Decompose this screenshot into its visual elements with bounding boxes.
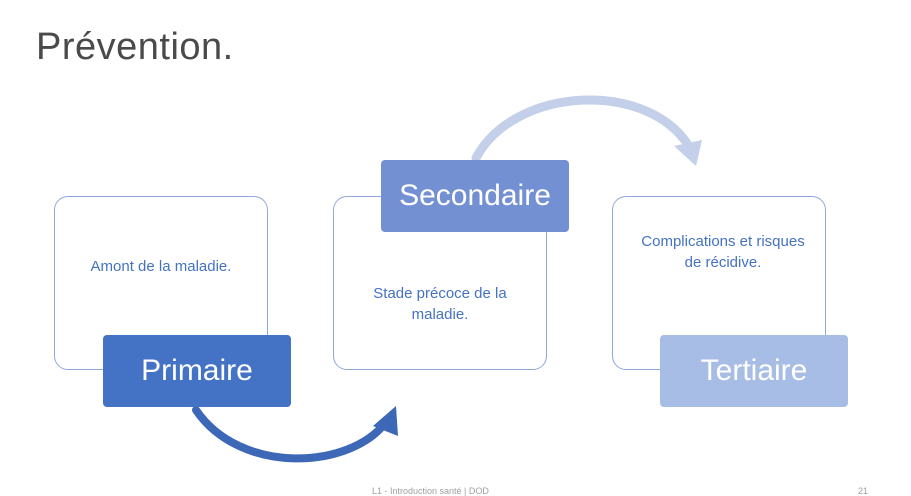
footer-course: L1 - Introduction santé | DOD (372, 486, 489, 496)
slide-title: Prévention. (36, 26, 234, 68)
arrow-secondary-to-tertiary (471, 95, 695, 163)
arrowhead-secondary-to-tertiary (674, 140, 702, 166)
stage-secondary-description: Stade précoce de la maladie. (373, 285, 507, 323)
stage-tertiary-label: Tertiaire (660, 335, 848, 407)
stage-primary-label: Primaire (103, 335, 291, 407)
stage-secondary-label: Secondaire (381, 160, 569, 232)
stage-primary-description: Amont de la maladie. (90, 258, 232, 275)
stage-tertiary-description: Complications et risques de récidive. (641, 233, 805, 271)
footer-page-number: 21 (858, 486, 869, 496)
arrow-primary-to-secondary (192, 406, 390, 463)
arrowhead-primary-to-secondary (373, 406, 398, 436)
